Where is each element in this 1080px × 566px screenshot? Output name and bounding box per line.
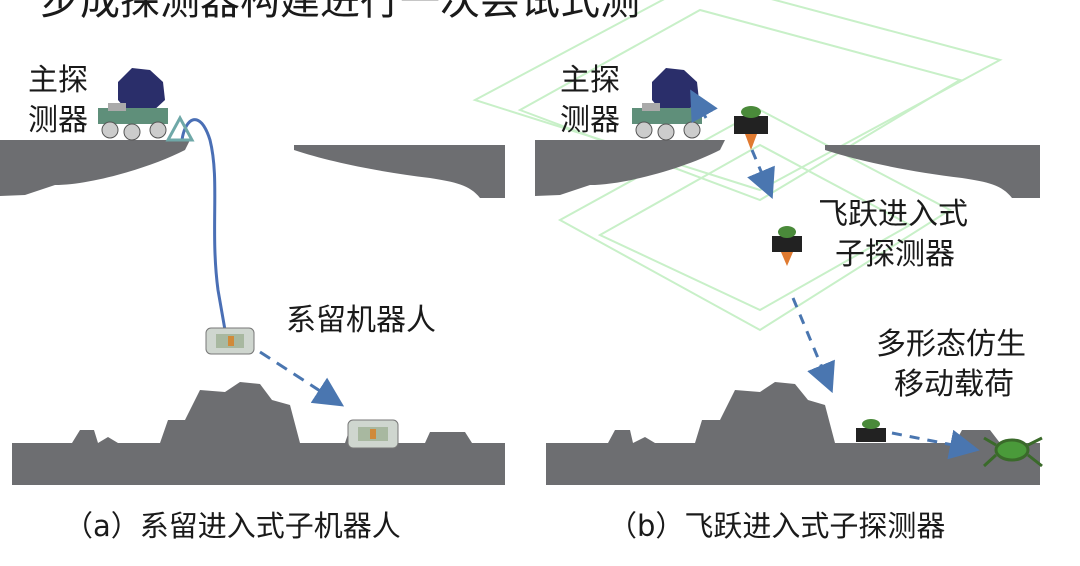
arrow-b-3 [791, 297, 835, 394]
payload-label-line2: 移动载荷 [894, 367, 1014, 402]
right-cliff-b [825, 145, 1040, 198]
tethered-robot-landed [347, 419, 399, 449]
biomimetic-payload [982, 436, 1043, 468]
left-cliff-a [0, 140, 190, 196]
panel-a [0, 68, 505, 485]
tether-cable [180, 118, 227, 331]
main-probe-label-a-line1: 主探 [28, 63, 88, 98]
right-cliff-a [294, 145, 505, 198]
flying-sub-probe-2 [772, 226, 802, 266]
main-probe-a [98, 68, 195, 142]
sub-probe-label-line2: 子探测器 [835, 237, 955, 272]
ground-a [12, 382, 505, 485]
arrow-b-1 [690, 89, 718, 124]
landed-sub-probe [856, 419, 886, 442]
arrow-b-4 [891, 429, 980, 460]
top-cropped-text: 步成探测器构建进行一次尝试式测 [40, 0, 640, 24]
main-probe-b [632, 68, 702, 141]
flying-sub-probe-1 [734, 106, 768, 150]
panel-b [535, 68, 1043, 485]
main-probe-label-b-line1: 主探 [560, 63, 620, 98]
left-cliff-b [535, 140, 725, 196]
arrow-b-2 [747, 149, 775, 200]
main-probe-label-a-line2: 测器 [28, 103, 88, 138]
caption-b: （b）飞跃进入式子探测器 [608, 509, 946, 543]
payload-label-line1: 多形态仿生 [876, 327, 1026, 362]
tethered-robot-hanging [205, 327, 255, 355]
caption-a: （a）系留进入式子机器人 [64, 509, 401, 543]
sub-probe-label-line1: 飞跃进入式 [818, 197, 968, 232]
arrow-a [259, 350, 345, 407]
main-probe-label-b-line2: 测器 [560, 103, 620, 138]
ground-b [546, 382, 1040, 485]
tethered-robot-label: 系留机器人 [286, 303, 436, 338]
